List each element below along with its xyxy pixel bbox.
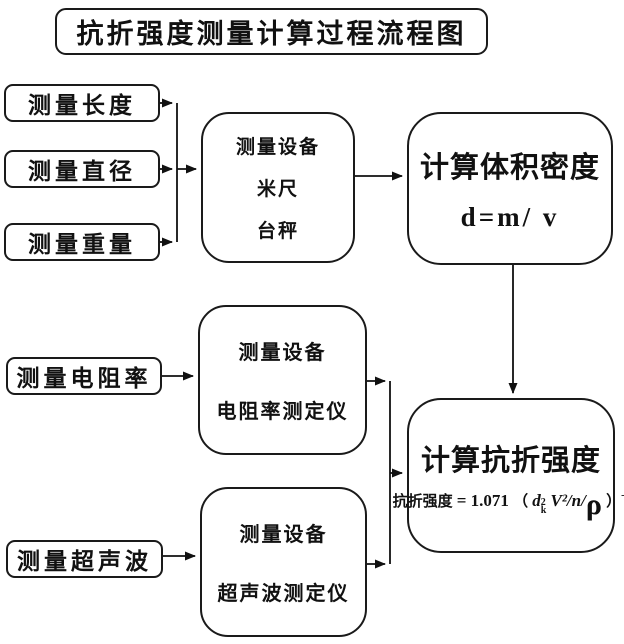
flowchart-title-text: 抗折强度测量计算过程流程图 (77, 12, 467, 51)
calc-density-title: 计算体积密度 (420, 144, 600, 186)
device-ultrasonic-header: 测量设备 (240, 518, 328, 547)
formula-lhs: 抗折强度 (393, 493, 453, 510)
node-measure-weight: 测量重量 (4, 223, 160, 261)
formula-mid-terms: V²/n/ (550, 491, 585, 510)
device-dimension-item-ruler: 米尺 (257, 174, 299, 201)
device-dimension-header: 测量设备 (236, 132, 320, 159)
formula-d-subscript: k (541, 507, 547, 515)
node-measure-diameter-label: 测量直径 (28, 152, 136, 186)
formula-rho: ρ (586, 488, 602, 521)
calc-density-formula: d=m/ v (461, 202, 560, 233)
node-measure-weight-label: 测量重量 (28, 225, 136, 259)
formula-open-paren: （ (513, 493, 528, 510)
node-measure-diameter: 测量直径 (4, 150, 160, 188)
node-measure-resistivity: 测量电阻率 (6, 357, 162, 395)
node-device-resistivity: 测量设备 电阻率测定仪 (198, 305, 367, 455)
node-measure-length: 测量长度 (4, 84, 160, 122)
device-resistivity-item-meter: 电阻率测定仪 (217, 395, 349, 424)
node-measure-length-label: 测量长度 (28, 86, 136, 120)
formula-close-paren: ） (606, 493, 621, 510)
node-device-ultrasonic: 测量设备 超声波测定仪 (200, 487, 367, 637)
formula-coefficient: 1.071 (471, 491, 509, 510)
device-ultrasonic-item-meter: 超声波测定仪 (218, 577, 350, 606)
node-device-dimension: 测量设备 米尺 台秤 (201, 112, 355, 263)
node-measure-ultrasonic: 测量超声波 (6, 540, 163, 578)
node-measure-ultrasonic-label: 测量超声波 (17, 542, 152, 576)
flowchart-title: 抗折强度测量计算过程流程图 (55, 8, 488, 55)
formula-d-supsub: 2k (541, 499, 547, 514)
device-resistivity-header: 测量设备 (239, 336, 327, 365)
calc-strength-title: 计算抗折强度 (421, 437, 601, 479)
node-calc-density: 计算体积密度 d=m/ v (407, 112, 613, 265)
node-calc-strength: 计算抗折强度 抗折强度 = 1.071 （ d2k V²/n/ρ ）-3 (407, 398, 615, 553)
device-dimension-item-scale: 台秤 (257, 216, 299, 243)
formula-equals: = (457, 491, 467, 510)
calc-strength-formula: 抗折强度 = 1.071 （ d2k V²/n/ρ ）-3 (393, 491, 624, 514)
node-measure-resistivity-label: 测量电阻率 (17, 359, 152, 393)
formula-d-base: d (532, 491, 541, 510)
